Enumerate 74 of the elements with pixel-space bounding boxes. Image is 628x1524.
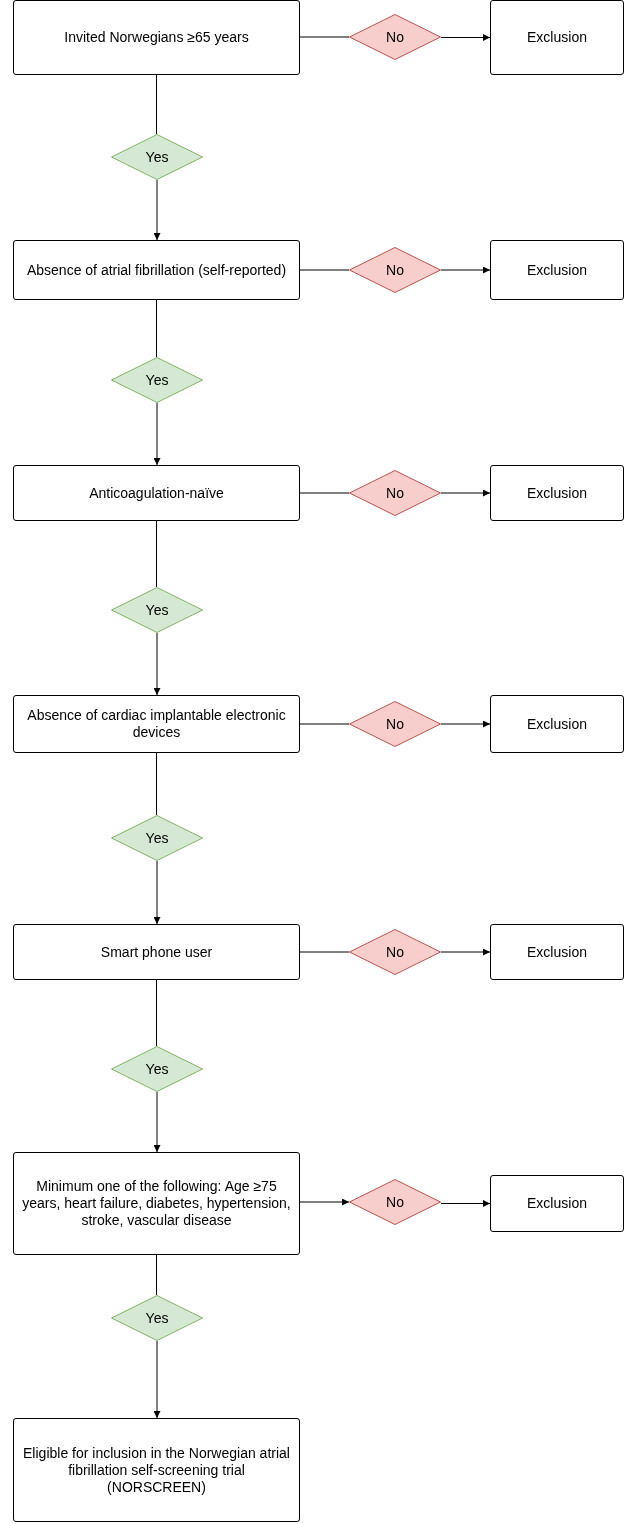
process-box [13, 1418, 300, 1522]
decision-diamond [349, 247, 441, 293]
connector-line [299, 951, 350, 953]
arrow [440, 720, 491, 728]
decision-label: No [386, 943, 404, 961]
decision-label: Yes [145, 1060, 169, 1078]
connector-line [156, 520, 157, 588]
connector-line [299, 723, 350, 725]
process-box [13, 924, 300, 980]
process-box [490, 924, 624, 980]
process-box [490, 695, 624, 753]
decision-diamond [349, 470, 441, 516]
decision-label: No [386, 484, 404, 502]
process-box [13, 695, 300, 753]
box-text: Exclusion [527, 943, 587, 961]
connector-line [156, 74, 157, 135]
arrow [440, 1200, 491, 1207]
box-text: Smart phone user [100, 943, 213, 961]
decision-label: No [386, 261, 404, 279]
connector-line [156, 1254, 157, 1296]
arrow [153, 1091, 161, 1153]
box-text: Exclusion [527, 261, 587, 279]
decision-label: No [386, 28, 404, 46]
connector-line [156, 752, 157, 816]
arrow [153, 179, 161, 241]
decision-label: Yes [145, 829, 169, 847]
arrow [440, 948, 491, 956]
connector-line [156, 299, 157, 358]
box-text: Minimum one of the following: Age ≥75 years, heart failure, diabetes, hypertension, stroke, vascular disease [22, 1178, 291, 1229]
arrow [299, 1198, 350, 1206]
decision-diamond [111, 134, 203, 180]
decision-label: Yes [145, 1309, 169, 1327]
box-text: Exclusion [527, 715, 587, 733]
decision-diamond [349, 701, 441, 747]
arrow [440, 266, 491, 274]
decision-diamond [349, 929, 441, 975]
box-text: Exclusion [527, 484, 587, 502]
process-box [13, 1152, 300, 1255]
arrow [440, 34, 491, 41]
decision-label: Yes [145, 148, 169, 166]
connector-line [299, 269, 350, 271]
process-box [13, 0, 300, 75]
process-box [490, 1175, 624, 1232]
decision-diamond [349, 14, 441, 60]
decision-label: Yes [145, 601, 169, 619]
decision-diamond [111, 815, 203, 861]
decision-label: Yes [145, 371, 169, 389]
process-box [13, 465, 300, 521]
arrow [153, 632, 161, 696]
process-box [490, 240, 624, 300]
box-text: Absence of atrial fibrillation (self-reported) [26, 261, 287, 279]
decision-diamond [111, 1295, 203, 1341]
decision-label: No [386, 715, 404, 733]
connector-line [299, 492, 350, 494]
box-text: Anticoagulation-naïve [89, 484, 224, 502]
box-text: Eligible for inclusion in the Norwegian atrial fibrillation self-screening trial (NORSCREEN) [22, 1444, 291, 1496]
box-text: Exclusion [527, 29, 587, 46]
decision-diamond [111, 587, 203, 633]
process-box [13, 240, 300, 300]
decision-diamond [111, 357, 203, 403]
connector-line [299, 36, 350, 38]
box-text: Absence of cardiac implantable electronic devices [26, 707, 287, 741]
arrow [153, 1340, 161, 1419]
decision-diamond [349, 1179, 441, 1225]
box-text: Exclusion [527, 1195, 587, 1212]
decision-label: No [386, 1193, 404, 1211]
connector-line [156, 979, 157, 1047]
process-box [490, 465, 624, 521]
arrow [440, 489, 491, 497]
box-text: Invited Norwegians ≥65 years [64, 29, 249, 46]
arrow [153, 402, 161, 466]
decision-diamond [111, 1046, 203, 1092]
process-box [490, 0, 624, 75]
arrow [153, 860, 161, 925]
